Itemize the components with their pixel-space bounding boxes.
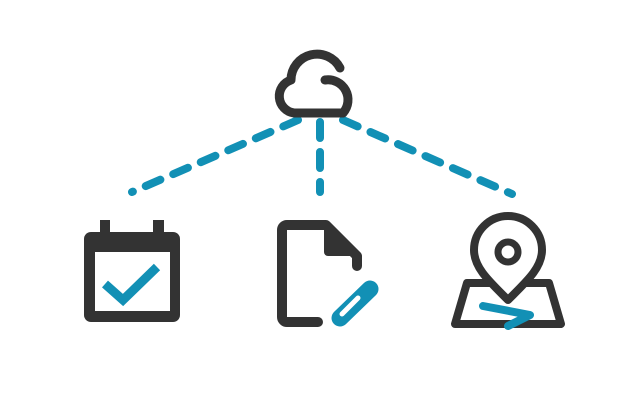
location-pin-icon <box>470 212 546 304</box>
connector-lines <box>128 116 516 198</box>
cloud-icon <box>274 49 353 118</box>
connector-calendar <box>128 116 302 196</box>
document-edit-icon <box>277 220 379 327</box>
map-location-icon <box>451 212 565 330</box>
calendar-check-icon <box>84 220 180 322</box>
connector-map <box>339 116 516 198</box>
pencil-icon <box>331 280 379 327</box>
